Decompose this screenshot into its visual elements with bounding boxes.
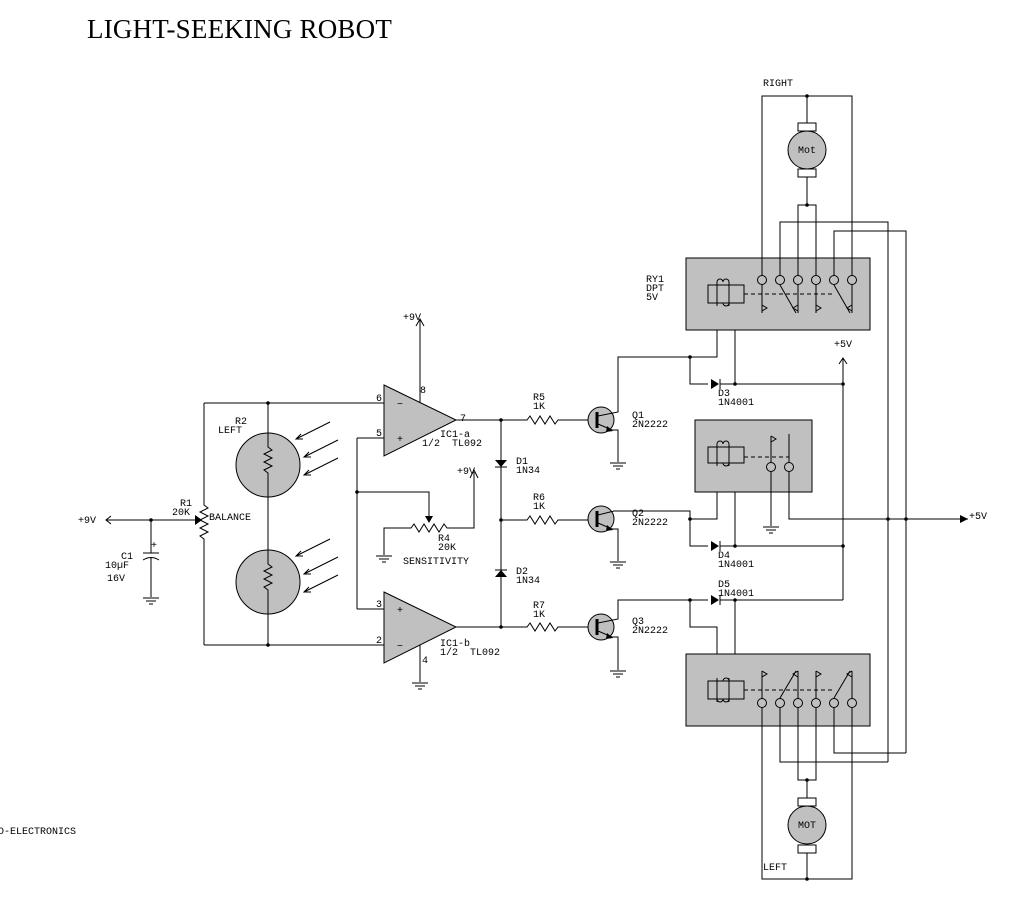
svg-text:+9V: +9V	[403, 313, 421, 324]
svg-text:5V: 5V	[646, 293, 658, 304]
light-arrows-icon	[294, 538, 339, 593]
supply-label: +9V	[78, 516, 96, 527]
svg-text:R4: R4	[438, 534, 450, 545]
svg-text:LEFT: LEFT	[218, 426, 242, 437]
svg-text:1N4001: 1N4001	[718, 560, 754, 571]
svg-text:IC1-a: IC1-a	[440, 430, 470, 441]
svg-text:Q2: Q2	[632, 509, 644, 520]
motor-left: MOT LEFT	[761, 708, 906, 881]
capacitor-c1: + C1 10µF 16V	[105, 520, 160, 605]
relay-bottom	[685, 653, 871, 727]
svg-text:D2: D2	[516, 567, 528, 578]
svg-text:+: +	[397, 435, 403, 446]
svg-text:Q3: Q3	[632, 617, 644, 628]
svg-text:MOT: MOT	[798, 821, 816, 832]
svg-text:D5: D5	[718, 580, 730, 591]
svg-text:RIGHT: RIGHT	[763, 79, 793, 90]
relay-supply-rail: +5V	[834, 340, 852, 600]
diode-d3: D3 1N4001	[711, 379, 754, 409]
svg-text:+: +	[151, 541, 157, 552]
svg-text:5: 5	[376, 429, 382, 440]
opamp-ic1b: + − 3 2 4 IC1-b 1/2 TL092	[357, 591, 502, 690]
diode-d5: D5 1N4001	[711, 580, 754, 605]
svg-text:Q1: Q1	[632, 411, 644, 422]
relay-middle: +5V	[694, 419, 987, 534]
svg-text:−: −	[397, 642, 403, 653]
svg-text:3: 3	[376, 600, 382, 611]
svg-text:R2: R2	[235, 417, 247, 428]
svg-text:R6: R6	[533, 493, 545, 504]
svg-text:1K: 1K	[533, 610, 545, 621]
diode-d4: D4 1N4001	[711, 541, 754, 571]
svg-text:DPT: DPT	[646, 284, 664, 295]
potentiometer-r1: R1 20K BALANCE	[172, 403, 251, 645]
svg-text:16V: 16V	[107, 574, 125, 585]
transistor-q3: Q3 2N2222	[587, 598, 843, 681]
svg-text:1N4001: 1N4001	[718, 589, 754, 600]
svg-text:7: 7	[460, 414, 466, 425]
svg-text:2: 2	[376, 636, 382, 647]
svg-text:+: +	[397, 606, 403, 617]
svg-text:1/2 TL092: 1/2 TL092	[422, 438, 482, 450]
svg-text:R7: R7	[533, 601, 545, 612]
diodes-d1-d2: D1 1N34 D2 1N34	[495, 418, 540, 629]
svg-text:D1: D1	[516, 457, 528, 468]
svg-text:C1: C1	[121, 552, 133, 563]
potentiometer-r4: +9V R4 20K SENSITIVITY	[355, 438, 479, 609]
svg-text:2N2222: 2N2222	[632, 420, 668, 431]
svg-text:2N2222: 2N2222	[632, 518, 668, 529]
svg-text:8: 8	[420, 386, 426, 397]
svg-text:D3: D3	[718, 389, 730, 400]
resistor-r5: R5 1K	[502, 393, 596, 425]
svg-text:BALANCE: BALANCE	[209, 513, 251, 524]
svg-text:Mot: Mot	[798, 146, 816, 157]
transistor-q2: Q2 2N2222	[587, 463, 845, 569]
svg-text:2N2222: 2N2222	[632, 626, 668, 637]
svg-text:IC1-b: IC1-b	[440, 638, 470, 650]
ldr-r2-left: R2 LEFT	[218, 417, 339, 498]
svg-text:RY1: RY1	[646, 275, 664, 286]
svg-text:+9V: +9V	[457, 467, 475, 478]
relay-ry1: RY1 DPT 5V	[646, 257, 871, 331]
diagram-title: LIGHT-SEEKING ROBOT	[87, 14, 393, 44]
svg-text:1N34: 1N34	[516, 576, 540, 587]
svg-text:20K: 20K	[438, 543, 456, 554]
footer-credit: O-ELECTRONICS	[0, 827, 76, 838]
svg-text:+5V: +5V	[834, 340, 852, 351]
svg-text:R1: R1	[180, 499, 192, 510]
svg-text:6: 6	[376, 394, 382, 405]
svg-text:1K: 1K	[533, 402, 545, 413]
motor-right: Mot RIGHT	[761, 79, 907, 762]
svg-text:R5: R5	[533, 393, 545, 404]
ldr-right	[235, 538, 339, 615]
svg-text:1N34: 1N34	[516, 466, 540, 477]
svg-text:10µF: 10µF	[105, 561, 129, 572]
svg-text:1/2 TL092: 1/2 TL092	[440, 647, 500, 659]
transistor-q1: Q1 2N2222	[587, 303, 845, 470]
svg-text:SENSITIVITY: SENSITIVITY	[403, 557, 469, 568]
resistor-r6: R6 1K	[501, 493, 596, 525]
opamp-ic1a: − + 6 5 8 7 +9V IC1-a 1/2 TL092	[357, 313, 502, 457]
svg-text:20K: 20K	[172, 508, 190, 519]
svg-text:LEFT: LEFT	[763, 863, 787, 874]
light-arrows-icon	[294, 421, 339, 476]
resistor-r7: R7 1K	[501, 601, 596, 632]
svg-text:1N4001: 1N4001	[718, 398, 754, 409]
svg-text:D4: D4	[718, 551, 730, 562]
svg-text:1K: 1K	[533, 502, 545, 513]
output-supply-label: +5V	[969, 512, 987, 523]
svg-text:−: −	[397, 400, 403, 411]
svg-text:4: 4	[422, 656, 428, 667]
